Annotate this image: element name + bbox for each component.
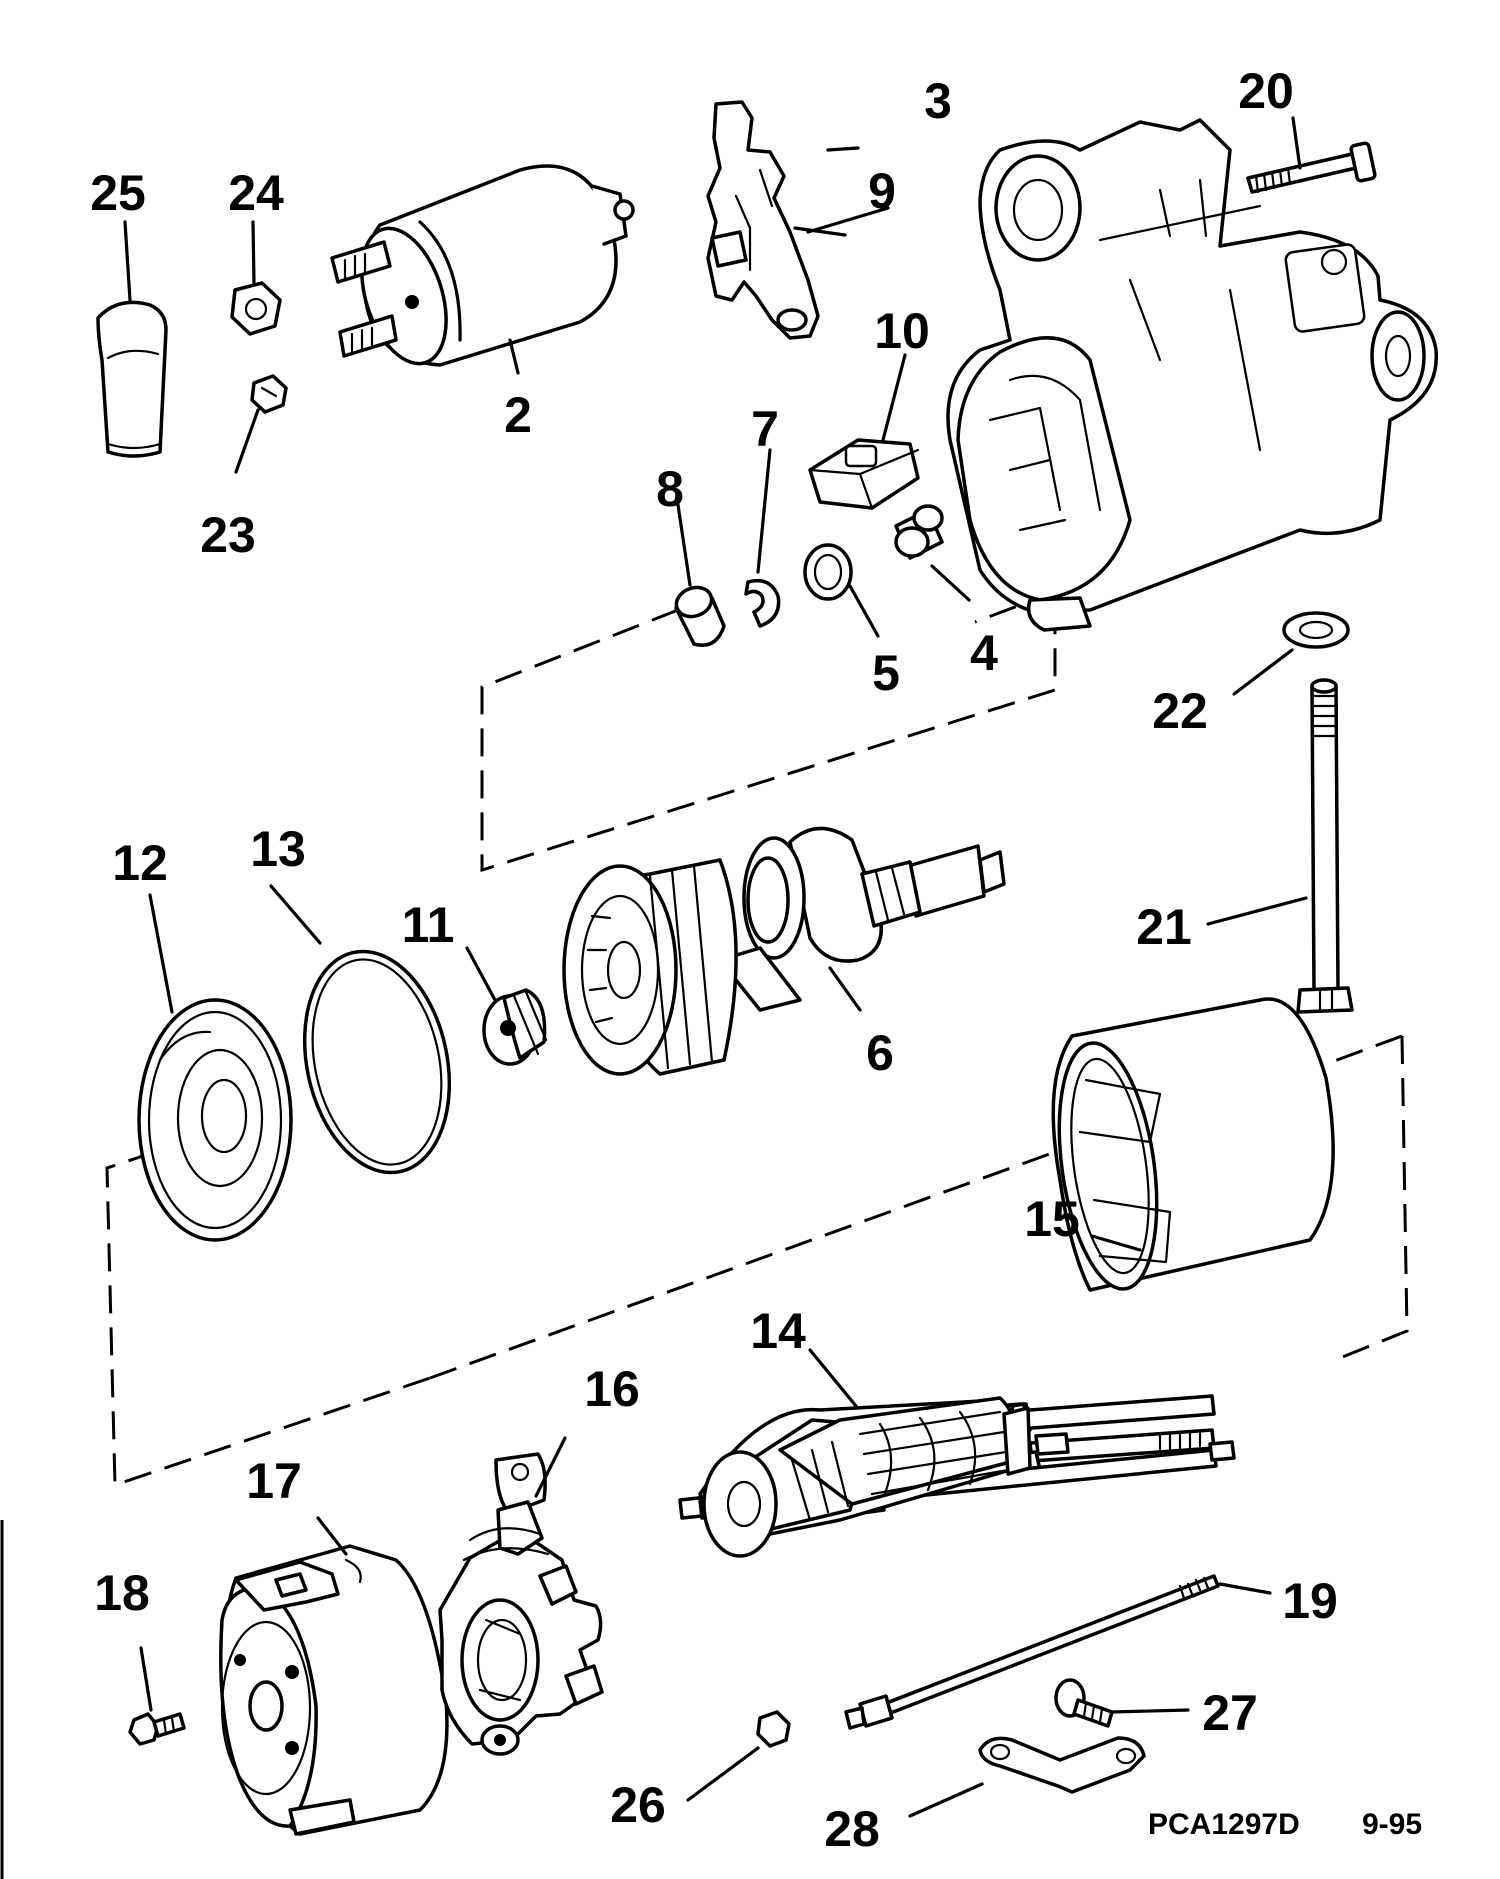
callout-27: 27 — [1202, 1685, 1258, 1741]
callout-28: 28 — [824, 1801, 880, 1857]
part-20-bolt — [1246, 141, 1377, 194]
part-28-strap — [978, 1736, 1146, 1794]
callout-17: 17 — [246, 1453, 302, 1509]
callout-12: 12 — [112, 835, 168, 891]
callout-23: 23 — [200, 507, 256, 563]
callout-4: 4 — [970, 625, 998, 681]
part-4-bushing — [894, 504, 944, 560]
callout-3: 3 — [924, 73, 952, 129]
callout-6: 6 — [866, 1025, 894, 1081]
part-14-armature-body — [698, 1396, 1070, 1558]
part-12-cover-plate — [137, 998, 293, 1242]
callout-15: 15 — [1024, 1191, 1080, 1247]
part-9-shift-lever — [706, 100, 820, 340]
part-13-o-ring — [302, 949, 452, 1175]
part-6-pinion-drive — [562, 826, 1006, 1076]
part-16-brush-holder — [438, 1452, 604, 1756]
callout-25: 25 — [90, 165, 146, 221]
part-2-solenoid — [330, 164, 635, 367]
callout-21: 21 — [1136, 899, 1192, 955]
callout-24: 24 — [228, 165, 284, 221]
part-18-screw — [128, 1712, 186, 1746]
part-24-hex-nut — [230, 281, 282, 336]
callout-16: 16 — [584, 1361, 640, 1417]
part-23-small-nut — [250, 374, 288, 414]
callout-14: 14 — [750, 1303, 806, 1359]
part-5-washer — [803, 543, 853, 601]
part-10-block — [808, 438, 920, 510]
callout-5: 5 — [872, 645, 900, 701]
callout-18: 18 — [94, 1565, 150, 1621]
part-15-field-frame — [1051, 997, 1335, 1292]
part-17-end-cap — [219, 1544, 449, 1836]
callout-8: 8 — [656, 461, 684, 517]
part-25-terminal-boot — [96, 300, 168, 458]
callout-19: 19 — [1282, 1573, 1338, 1629]
part-3-housing — [946, 118, 1439, 632]
figure-caption: PCA1297D 9-95 — [1148, 1808, 1422, 1841]
callout-20: 20 — [1238, 63, 1294, 119]
leader-lines — [123, 116, 1308, 1818]
caption-date: 9-95 — [1362, 1808, 1422, 1841]
callout-9: 9 — [868, 163, 896, 219]
caption-code: PCA1297D — [1148, 1808, 1300, 1841]
part-26-nut — [756, 1710, 791, 1748]
callout-11: 11 — [402, 897, 455, 953]
callout-numbers: 2 3 4 5 6 7 8 9 10 11 12 13 14 15 16 17 … — [90, 63, 1338, 1857]
part-8-collar — [674, 585, 726, 647]
part-7-retaining-ring — [744, 578, 781, 628]
callout-26: 26 — [610, 1777, 666, 1833]
callout-7: 7 — [751, 401, 779, 457]
callout-10: 10 — [874, 303, 930, 359]
part-27-screw — [1054, 1678, 1114, 1728]
part-11-gear — [482, 988, 548, 1066]
part-19-rod — [844, 1574, 1220, 1730]
callout-2: 2 — [504, 387, 532, 443]
part-21-through-bolt — [1296, 678, 1354, 1014]
part-22-washer — [1282, 611, 1350, 649]
callout-13: 13 — [250, 821, 306, 877]
callout-22: 22 — [1152, 683, 1208, 739]
